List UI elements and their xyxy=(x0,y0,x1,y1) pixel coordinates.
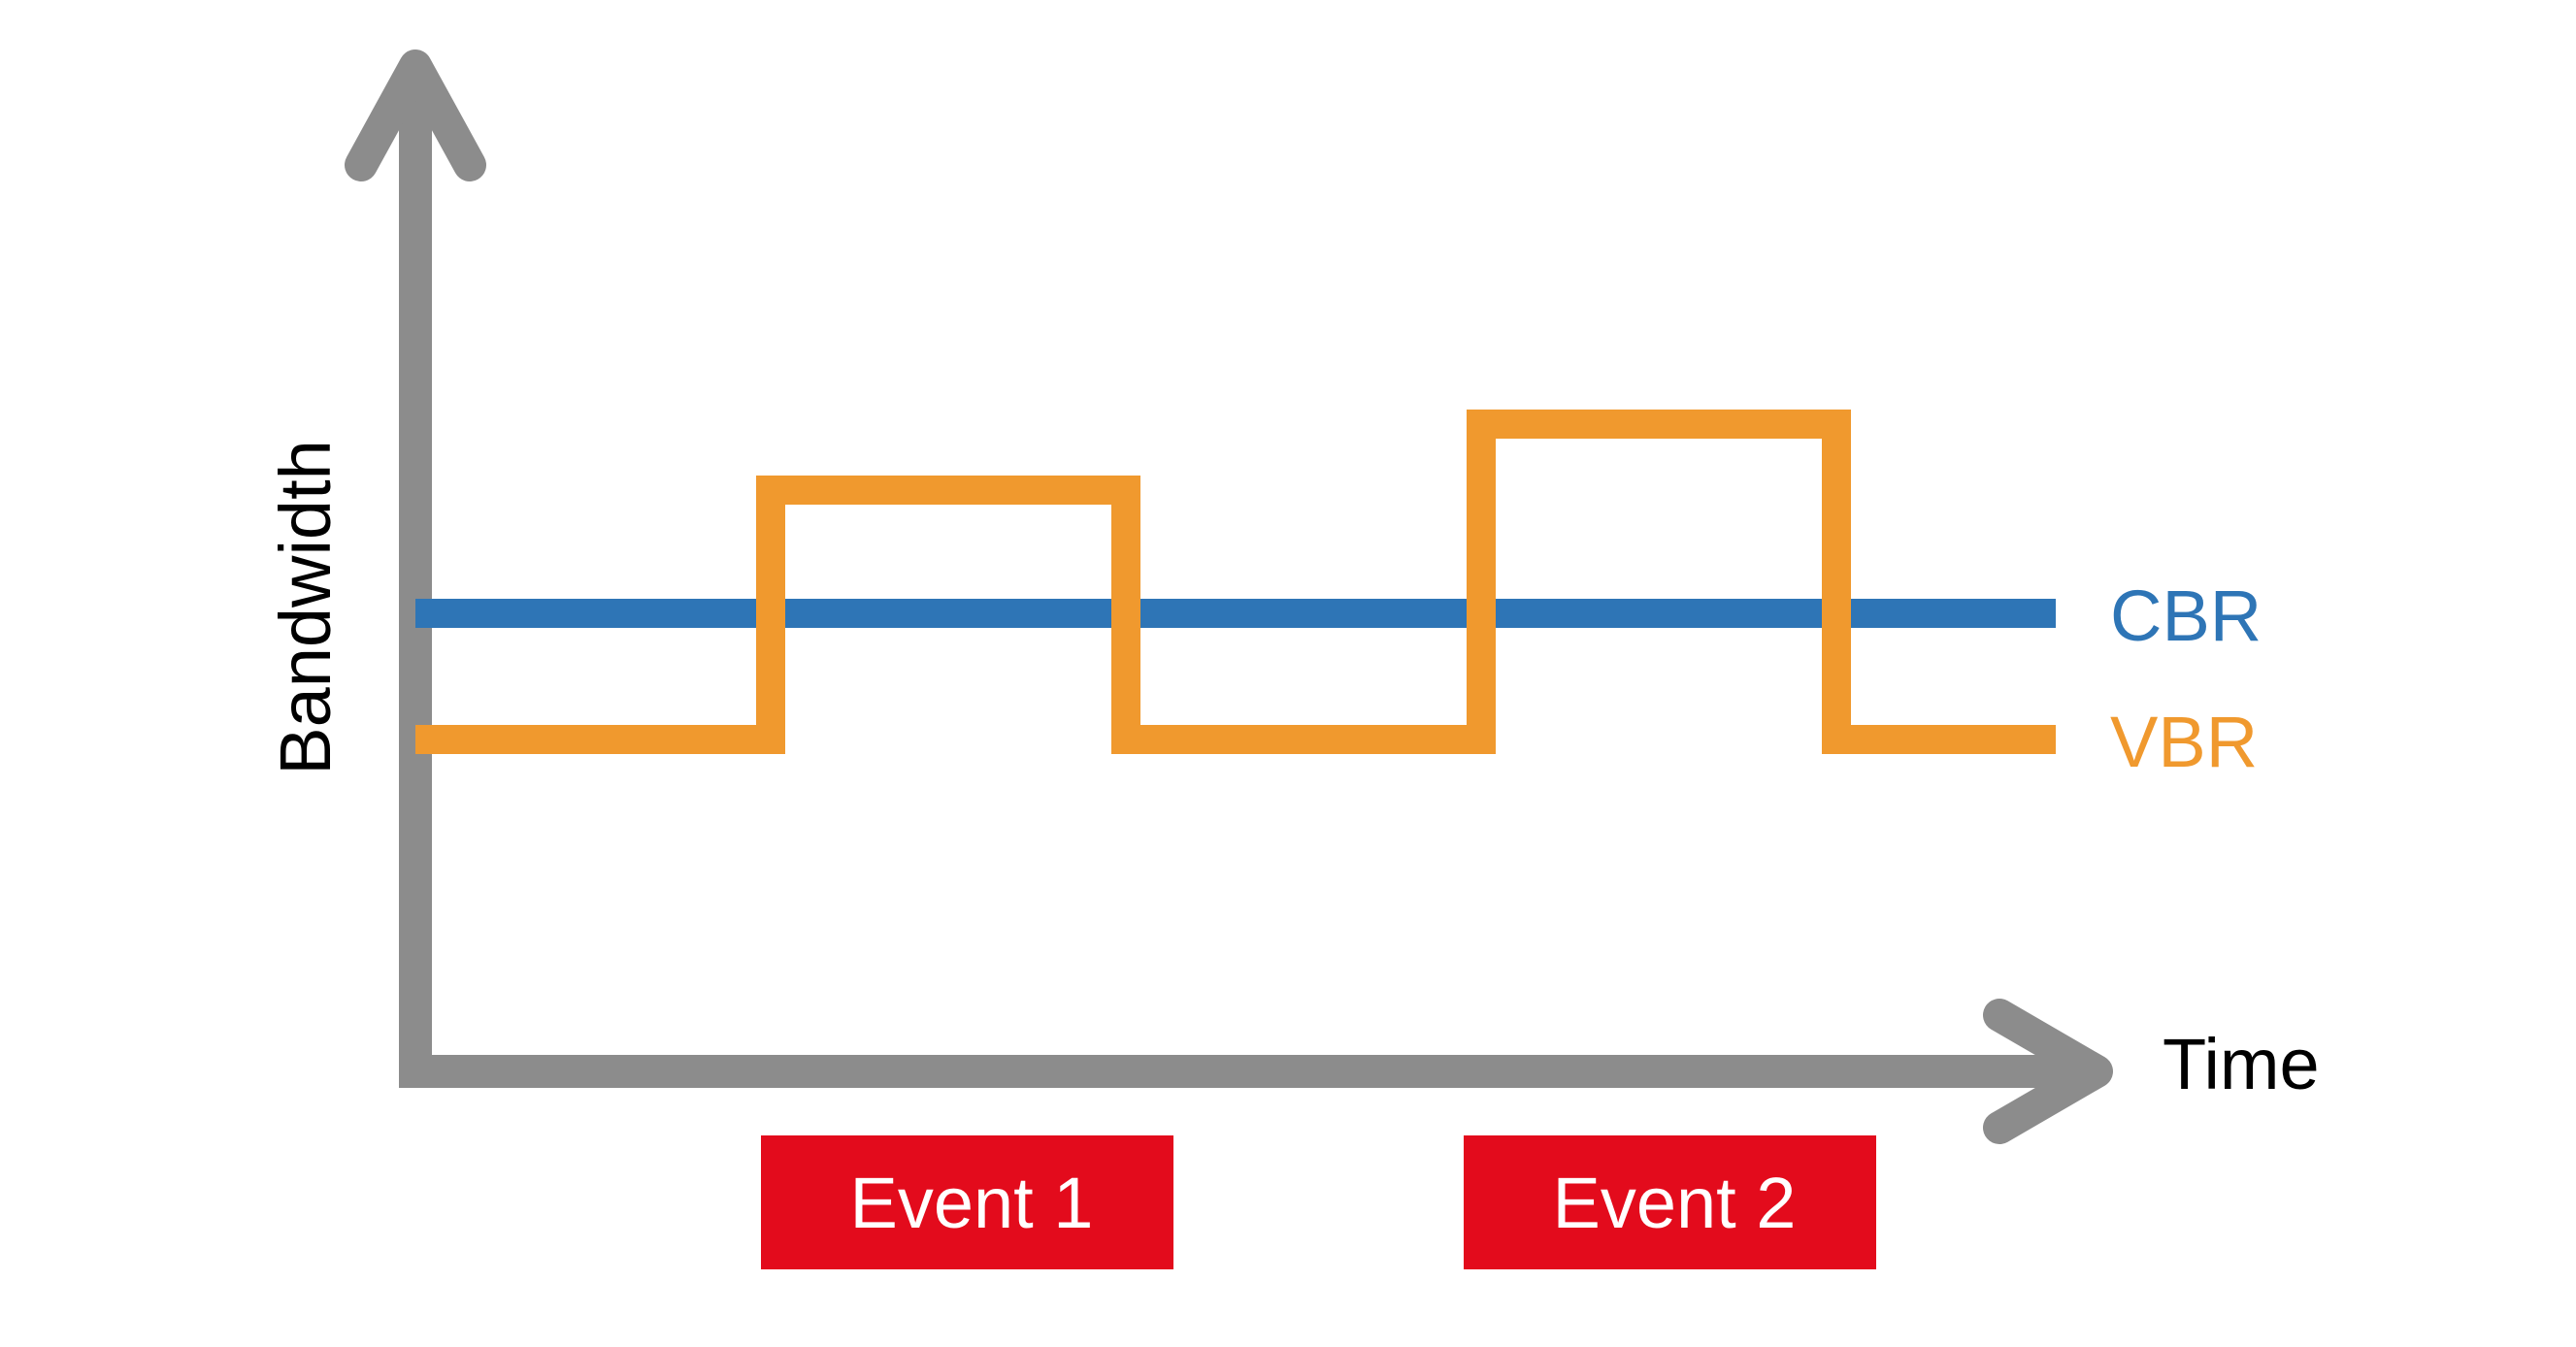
x-axis-label: Time xyxy=(2163,1024,2320,1104)
vbr-series-label: VBR xyxy=(2110,702,2258,782)
event-1-label: Event 1 xyxy=(850,1163,1094,1243)
event-2-background xyxy=(1464,1135,1876,1269)
axes xyxy=(345,49,2113,1144)
y-axis-arrowhead xyxy=(345,49,486,181)
x-axis-arrowhead xyxy=(1983,999,2113,1144)
vbr-series-line xyxy=(415,410,2056,754)
event-1-box: Event 1 xyxy=(761,1135,1173,1269)
cbr-series-label: CBR xyxy=(2110,575,2262,656)
event-2-label: Event 2 xyxy=(1553,1163,1797,1243)
y-axis-label: Bandwidth xyxy=(265,440,346,775)
event-2-box: Event 2 xyxy=(1464,1135,1876,1269)
event-1-background xyxy=(761,1135,1173,1269)
